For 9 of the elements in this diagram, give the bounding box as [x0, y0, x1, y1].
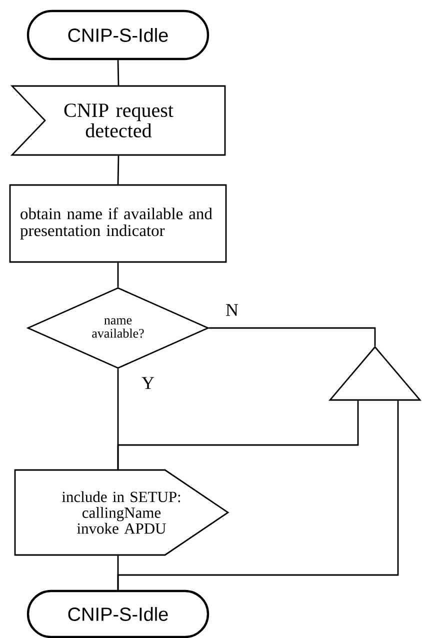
flow-line [117, 60, 120, 86]
edge-label: Y [140, 376, 156, 390]
flow-line [117, 156, 120, 184]
flow-line [117, 400, 359, 470]
flow-line [117, 556, 119, 590]
edge-label: N [224, 303, 240, 317]
flow-line [208, 327, 376, 346]
task-box: obtain name if available and presentation indicator [9, 184, 227, 263]
flow-line [117, 262, 119, 288]
